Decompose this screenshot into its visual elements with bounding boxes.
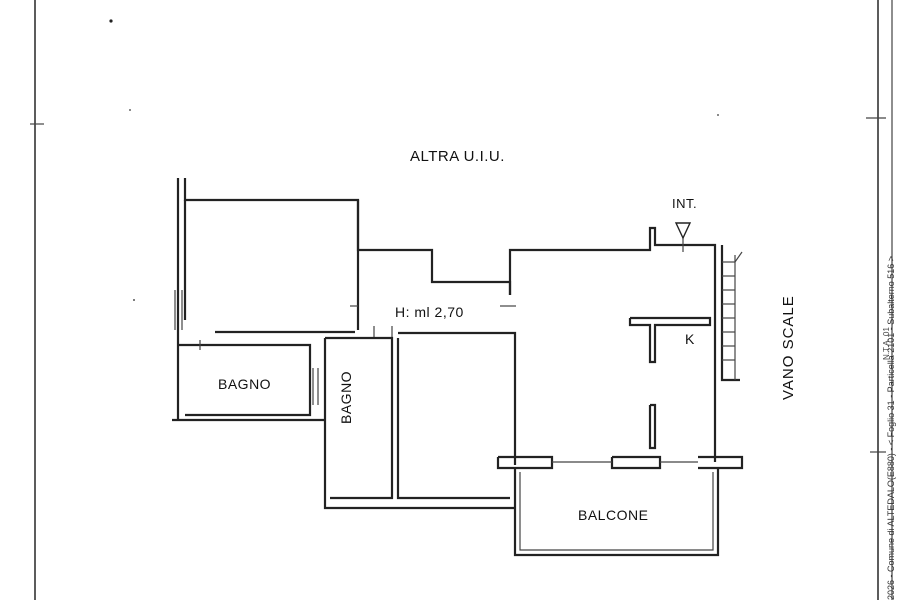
ceiling-height-label: H: ml 2,70 (395, 304, 464, 320)
side-stamp-text: 2026 - Comune di ALTEDALO(E880) - < Fogl… (886, 255, 896, 600)
walls-central-block (323, 331, 517, 510)
walls-right-block (496, 226, 744, 470)
walls-left-block (172, 178, 516, 422)
stairwell-label: VANO SCALE (780, 295, 797, 400)
speck (717, 114, 719, 116)
kitchen-label: K (685, 331, 695, 347)
balcony-label: BALCONE (578, 507, 649, 523)
speck (133, 299, 135, 301)
entrance-marker-icon (674, 222, 692, 240)
entrance-label: INT. (672, 196, 698, 211)
adjacent-unit-label: ALTRA U.I.U. (410, 148, 505, 165)
speck (109, 19, 113, 23)
bathroom-1-label: BAGNO (218, 376, 272, 392)
bathroom-2-label: BAGNO (338, 370, 354, 424)
speck (129, 109, 131, 111)
staircase (720, 245, 743, 382)
walls-balcony (513, 468, 720, 557)
